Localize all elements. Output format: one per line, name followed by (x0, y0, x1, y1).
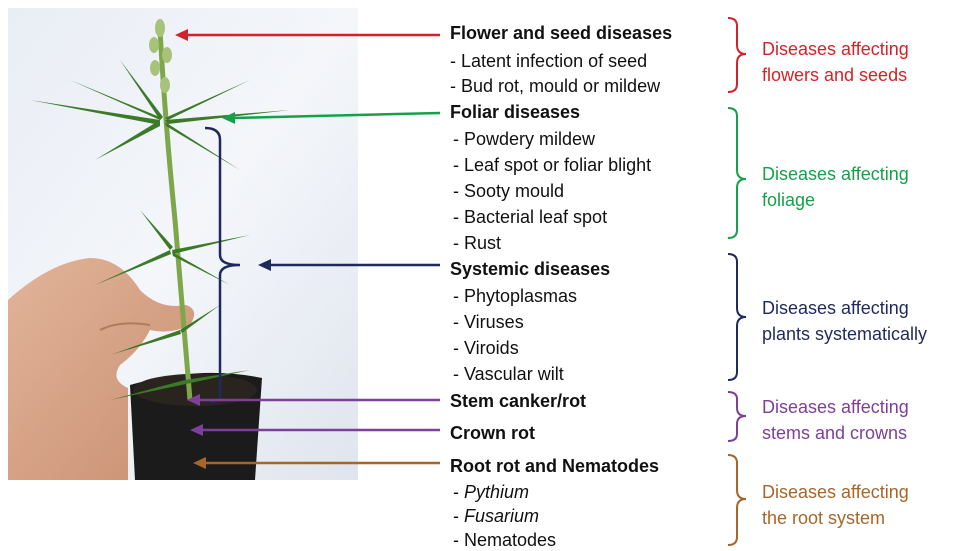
flower-arrow (175, 29, 440, 41)
flower-item: - Bud rot, mould or mildew (450, 75, 660, 97)
root-item-text: Fusarium (464, 506, 539, 526)
bracket-systemic (728, 254, 746, 380)
flower-group-title: Flower and seed diseases (450, 22, 672, 44)
category-line: flowers and seeds (762, 62, 909, 88)
foliar-item: - Sooty mould (453, 180, 564, 202)
foliar-arrow (222, 112, 440, 124)
systemic-item: - Phytoplasmas (453, 285, 577, 307)
root-item: - Fusarium (453, 505, 539, 527)
bracket-stems (728, 392, 746, 441)
category-line: Diseases affecting (762, 479, 909, 505)
systemic-group-title: Systemic diseases (450, 258, 610, 280)
root-item-text: Pythium (464, 482, 529, 502)
systemic-arrow (205, 128, 440, 402)
root-arrow (193, 457, 440, 469)
category-line: plants systematically (762, 321, 927, 347)
category-line: Diseases affecting (762, 394, 909, 420)
category-line: Diseases affecting (762, 295, 927, 321)
category-roots: Diseases affecting the root system (762, 479, 909, 531)
category-systemic: Diseases affecting plants systematically (762, 295, 927, 347)
systemic-item: - Vascular wilt (453, 363, 564, 385)
foliar-item: - Leaf spot or foliar blight (453, 154, 651, 176)
category-line: foliage (762, 187, 909, 213)
category-foliage: Diseases affecting foliage (762, 161, 909, 213)
foliar-item: - Bacterial leaf spot (453, 206, 607, 228)
root-item-text: Nematodes (464, 530, 556, 550)
bracket-flowers (728, 18, 746, 92)
category-line: Diseases affecting (762, 36, 909, 62)
bracket-foliage (728, 108, 746, 238)
category-line: the root system (762, 505, 909, 531)
crown-rot-title: Crown rot (450, 422, 535, 444)
bracket-roots (728, 455, 746, 545)
category-flowers: Diseases affecting flowers and seeds (762, 36, 909, 88)
category-line: stems and crowns (762, 420, 909, 446)
stem-arrows (187, 394, 440, 436)
systemic-item: - Viroids (453, 337, 519, 359)
category-line: Diseases affecting (762, 161, 909, 187)
systemic-item: - Viruses (453, 311, 524, 333)
category-stems: Diseases affecting stems and crowns (762, 394, 909, 446)
foliar-item: - Powdery mildew (453, 128, 595, 150)
foliar-item: - Rust (453, 232, 501, 254)
foliar-group-title: Foliar diseases (450, 101, 580, 123)
stem-canker-title: Stem canker/rot (450, 390, 586, 412)
root-item: - Pythium (453, 481, 529, 503)
flower-item: - Latent infection of seed (450, 50, 647, 72)
root-group-title: Root rot and Nematodes (450, 455, 659, 477)
